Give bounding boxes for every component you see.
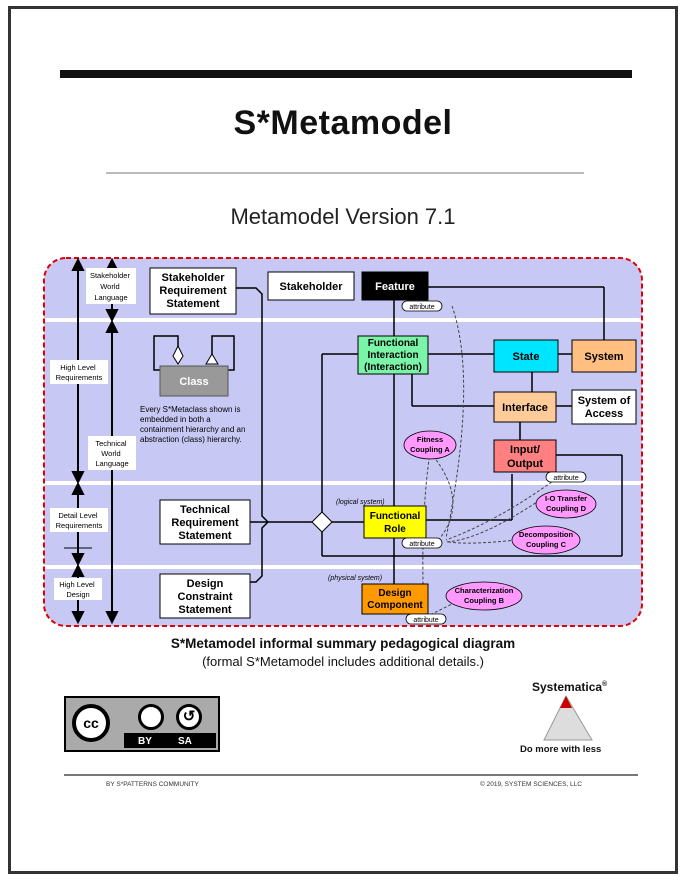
class-note: Every S*Metaclass shown is embedded in b… [140, 405, 248, 444]
box-system: System [571, 339, 637, 373]
svg-text:Input/Output: Input/Output [507, 444, 543, 470]
label-technical-world-language: Technical World Language [95, 439, 128, 468]
page-title: S*Metamodel [233, 104, 453, 142]
attribute-pill-design-component: attribute [405, 613, 447, 625]
box-feature: Feature [361, 271, 429, 301]
brand-tagline: Do more with less [520, 744, 602, 755]
svg-text:Feature: Feature [375, 281, 415, 293]
cc-license-badge[interactable]: cc ↺ BY SA [64, 696, 220, 752]
class-glyph [153, 335, 235, 397]
box-state: State [493, 339, 559, 373]
svg-text:Interface: Interface [502, 402, 548, 414]
cc-label-bar [124, 733, 216, 748]
version-heading: Metamodel Version 7.1 [230, 204, 456, 229]
svg-text:Stakeholder: Stakeholder [280, 281, 344, 293]
title-divider [106, 172, 584, 174]
brand-name: Systematica® [532, 680, 608, 694]
footer-right: © 2019, SYSTEM SCIENCES, LLC [480, 781, 582, 788]
diagram-caption: S*Metamodel informal summary pedagogical… [170, 636, 516, 651]
svg-text:System: System [584, 351, 623, 363]
coupling-links [422, 305, 561, 617]
svg-text:State: State [513, 351, 540, 363]
logical-system-label: (logical system) [336, 499, 385, 506]
attribute-pill-input-output: attribute [545, 471, 587, 483]
diagram-subcaption: (formal S*Metamodel includes additional … [202, 654, 484, 669]
label-detail-level-requirements: Detail Level Requirements [56, 511, 103, 530]
box-input-output: Input/Output [493, 439, 557, 473]
top-rule [60, 70, 632, 78]
attribute-pill-functional-role: attribute [401, 537, 443, 549]
cc-sa-label: SA [178, 736, 192, 747]
cc-by-label: BY [138, 736, 152, 747]
diagram-connectors [236, 286, 623, 584]
systematica-logo [543, 694, 593, 741]
label-high-level-design: High Level Design [59, 580, 97, 599]
footer-left: BY S*PATTERNS COMMUNITY [106, 781, 199, 788]
svg-text:attribute: attribute [553, 475, 578, 482]
box-stakeholder: Stakeholder [267, 271, 355, 301]
svg-text:attribute: attribute [409, 541, 434, 548]
label-high-level-requirements: High Level Requirements [56, 363, 103, 382]
attribute-pill-feature: attribute [401, 300, 443, 312]
box-class: Class [179, 376, 208, 388]
junction-diamond [311, 511, 333, 533]
label-stakeholder-world-language: Stakeholder World Language [90, 271, 132, 302]
physical-system-label: (physical system) [328, 575, 382, 582]
svg-text:attribute: attribute [413, 617, 438, 624]
svg-text:attribute: attribute [409, 304, 434, 311]
box-interface: Interface [493, 391, 557, 423]
cc-icon: cc [72, 704, 110, 742]
footer-rule [64, 774, 638, 776]
share-alike-icon: ↺ [176, 704, 202, 730]
attribution-icon [138, 704, 164, 730]
